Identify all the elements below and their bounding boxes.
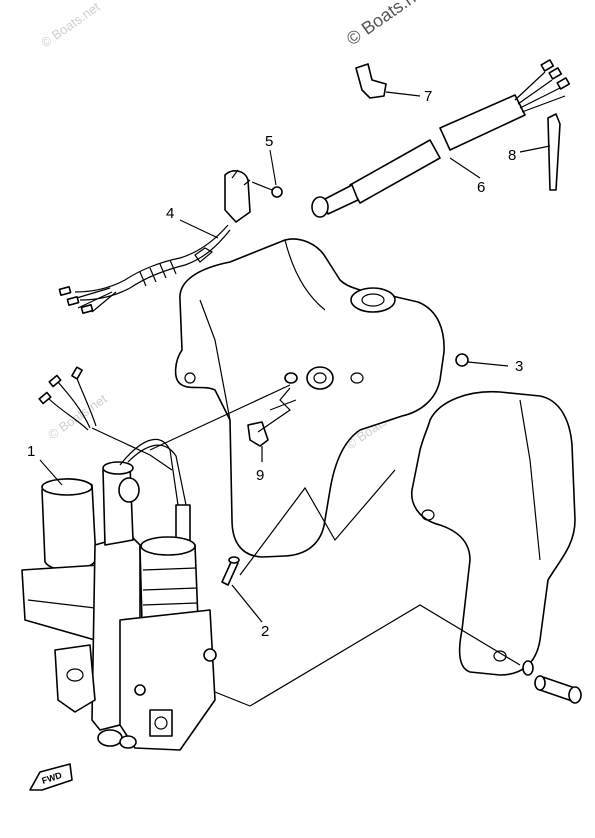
callout-4: 4 (166, 205, 174, 222)
fwd-arrow: FWD (29, 763, 73, 791)
assembly-guide-lines (149, 384, 521, 707)
shaft-pin (522, 660, 582, 704)
callout-6: 6 (477, 179, 485, 196)
clamp-9 (247, 387, 291, 462)
callout-9: 9 (256, 467, 264, 484)
callout-2: 2 (261, 623, 269, 640)
watermark-mid-left: © Boats.net (45, 391, 110, 443)
bolt-2 (221, 556, 263, 623)
callout-7: 7 (424, 88, 432, 105)
leader-4 (179, 219, 219, 239)
leader-5 (269, 149, 277, 186)
grommet (284, 366, 334, 390)
watermark-top-right: © Boats.net (343, 0, 432, 49)
trim-wire-harness (58, 169, 251, 314)
wire-clip (355, 63, 421, 99)
swivel-bracket (174, 238, 445, 558)
watermark-top-left: © Boats.net (38, 0, 103, 50)
callout-5: 5 (265, 133, 273, 150)
power-trim-tilt-unit (21, 366, 217, 751)
leader-1 (39, 459, 63, 486)
clamp-bracket (411, 390, 576, 676)
wire-lead (311, 59, 571, 218)
bolt-5 (251, 181, 283, 198)
callout-1: 1 (27, 443, 35, 460)
leader-6 (449, 157, 481, 179)
callout-3: 3 (515, 358, 523, 375)
callout-8: 8 (508, 147, 516, 164)
cable-tie (519, 113, 561, 191)
nut-3 (455, 353, 509, 367)
